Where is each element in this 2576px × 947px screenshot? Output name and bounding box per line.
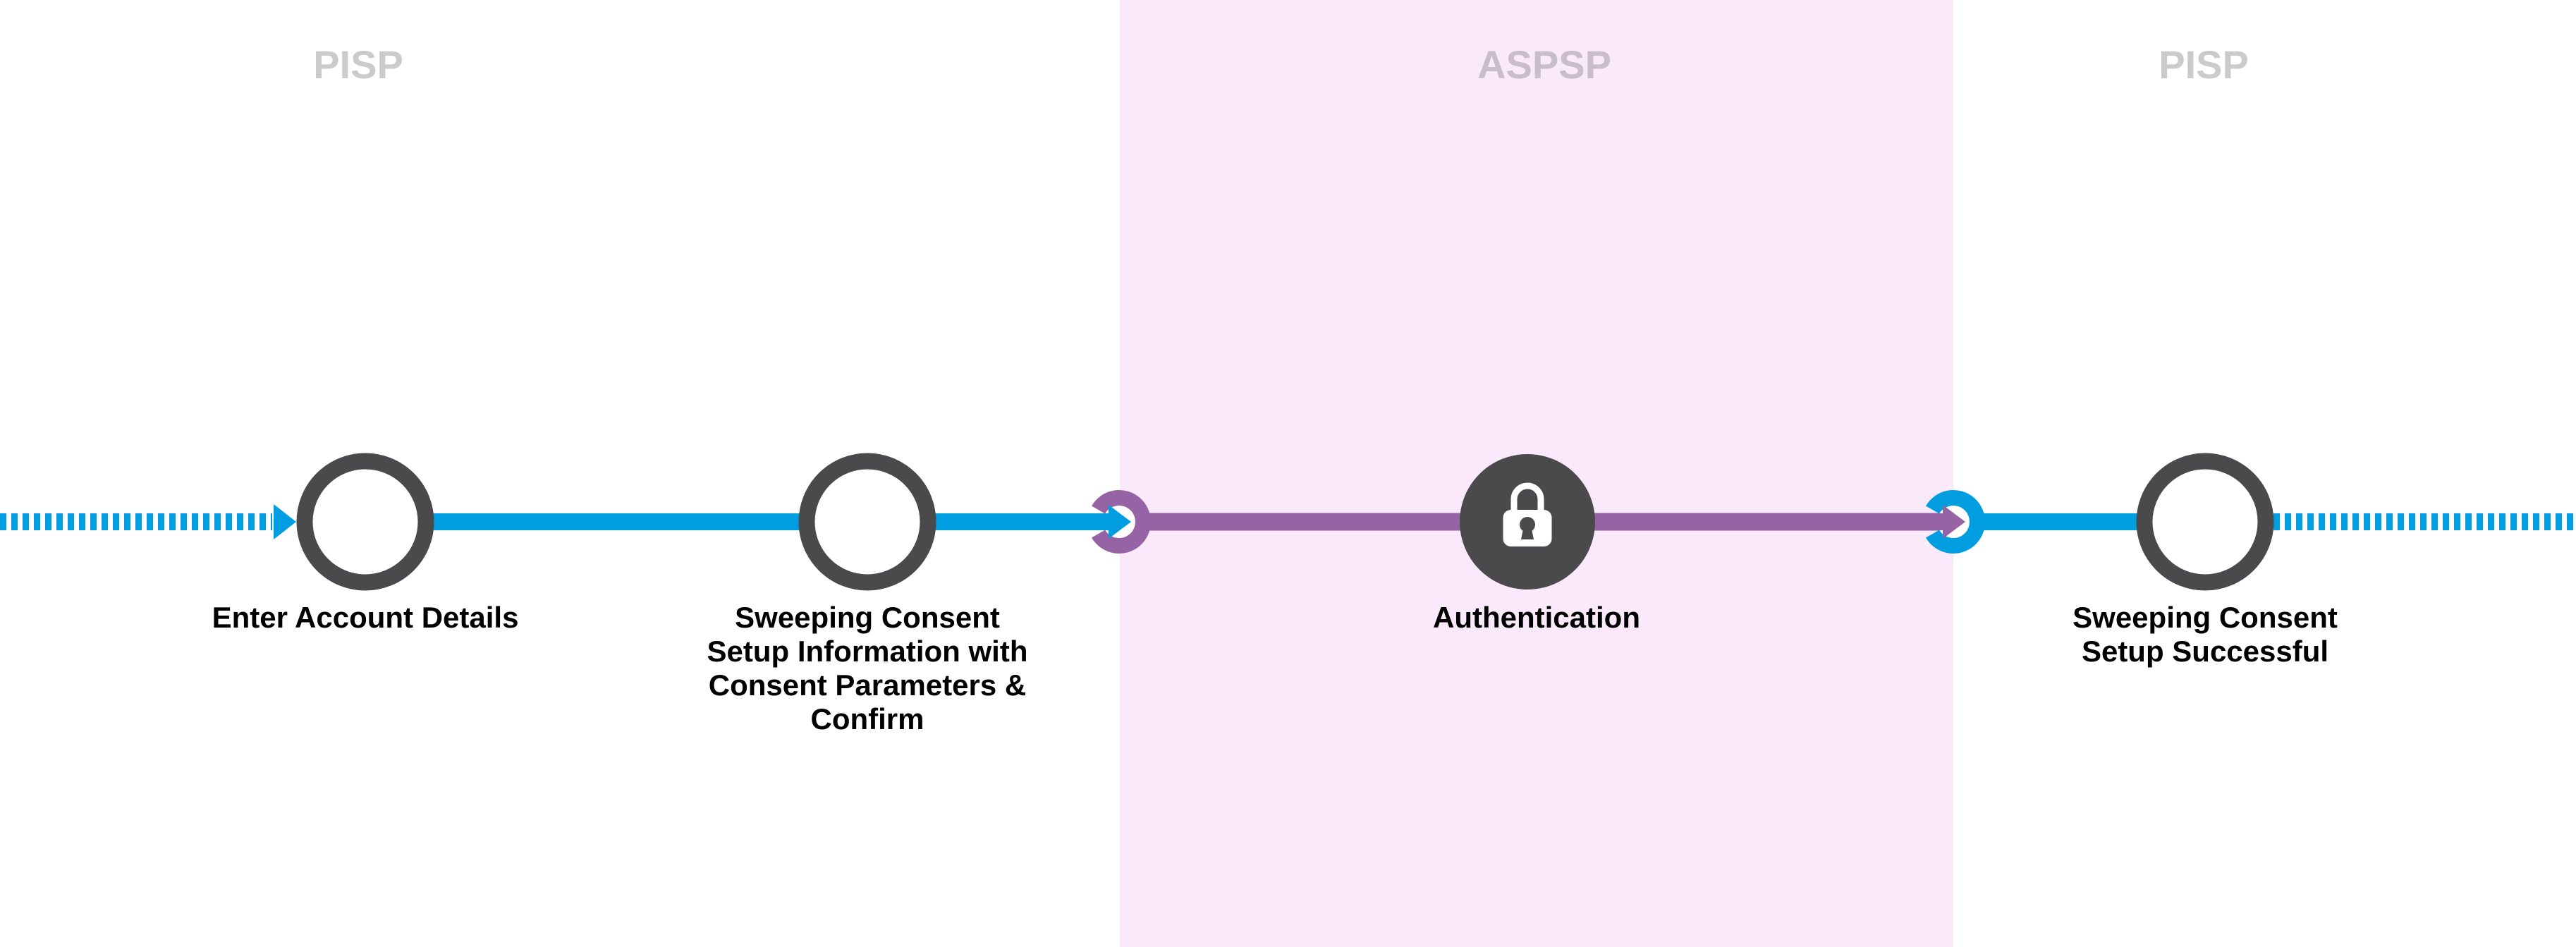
step-node-enter-account-details — [296, 453, 434, 591]
zone-label-pisp-right: PISP — [2159, 42, 2249, 87]
lock-keyhole — [1520, 517, 1535, 532]
step-node-sweeping-consent-success — [2136, 453, 2274, 591]
zone-label-aspsp: ASPSP — [1477, 42, 1611, 87]
step-label-enter-account-details: Enter Account Details — [212, 601, 519, 634]
purple-arrow-shaft — [1926, 513, 1943, 530]
step-node-sweeping-consent-setup — [798, 453, 936, 591]
blue-arrow-shaft — [1092, 513, 1109, 530]
purple-arrowhead-icon — [1943, 505, 1965, 539]
incoming-arrowhead-icon — [274, 504, 296, 539]
lock-icon — [1503, 482, 1552, 546]
zone-label-pisp-left: PISP — [313, 42, 403, 87]
blue-arrowhead-icon — [1109, 505, 1131, 539]
step-label-sweeping-consent-setup: Sweeping Consent Setup Information with … — [707, 601, 1028, 735]
transition-donut-right-ring — [1926, 490, 1985, 554]
step-label-authentication: Authentication — [1433, 601, 1640, 634]
lock-keyhole-stem — [1521, 529, 1534, 539]
lock-shackle — [1510, 482, 1544, 513]
step-label-sweeping-consent-success: Sweeping Consent Setup Successful — [2073, 601, 2338, 668]
transition-donut-left-ring — [1092, 490, 1151, 554]
